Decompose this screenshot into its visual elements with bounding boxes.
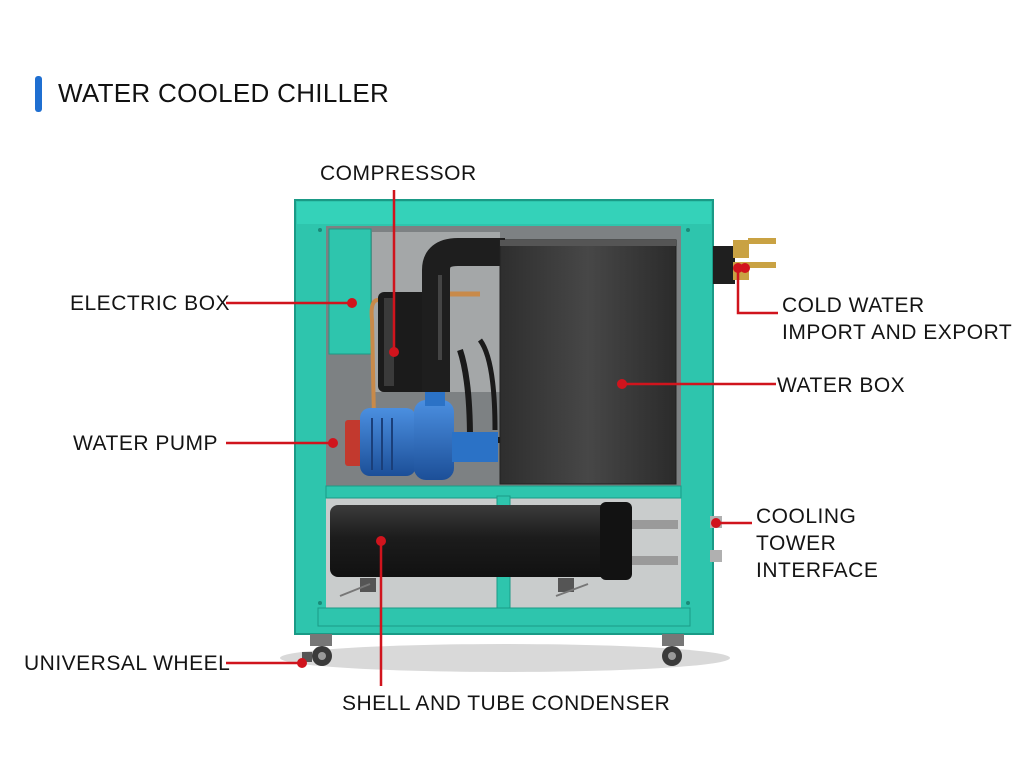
callout-dot-universal-wheel [297, 658, 307, 668]
label-electric-box: ELECTRIC BOX [70, 292, 231, 315]
callout-dot-water-box [617, 379, 627, 389]
label-cold-water-line2: IMPORT AND EXPORT [782, 321, 1013, 344]
universal-wheel-left [302, 634, 332, 666]
callout-dot-cooling-tower [711, 518, 721, 528]
label-cooling-line3: INTERFACE [756, 559, 879, 582]
page-title: WATER COOLED CHILLER [58, 78, 390, 108]
electric-box-graphic [328, 228, 372, 355]
label-shell-tube-condenser: SHELL AND TUBE CONDENSER [342, 692, 671, 715]
callout-dot-compressor [389, 347, 399, 357]
water-box-graphic [499, 239, 677, 485]
callout-dot-electric-box [347, 298, 357, 308]
condenser-graphic [330, 502, 678, 597]
floor-shadow [280, 644, 730, 672]
label-cooling-line2: TOWER [756, 532, 837, 555]
callout-dot-cold-water [733, 263, 743, 273]
callout-line-cold-water [736, 268, 778, 315]
label-cold-water-line1: COLD WATER [782, 294, 925, 317]
insulated-pipe [422, 238, 505, 392]
label-cooling-line1: COOLING [756, 505, 857, 528]
callout-dot-shell-tube [376, 536, 386, 546]
label-compressor: COMPRESSOR [320, 162, 477, 185]
label-water-pump: WATER PUMP [73, 432, 218, 455]
title-accent-bar [35, 76, 42, 112]
compressor-graphic [369, 291, 480, 421]
water-pump-graphic [345, 392, 498, 480]
universal-wheel-right [662, 634, 684, 666]
label-universal-wheel: UNIVERSAL WHEEL [24, 652, 231, 675]
callout-dot-water-pump [328, 438, 338, 448]
cold-water-valves [713, 238, 776, 284]
label-water-box: WATER BOX [777, 374, 906, 397]
